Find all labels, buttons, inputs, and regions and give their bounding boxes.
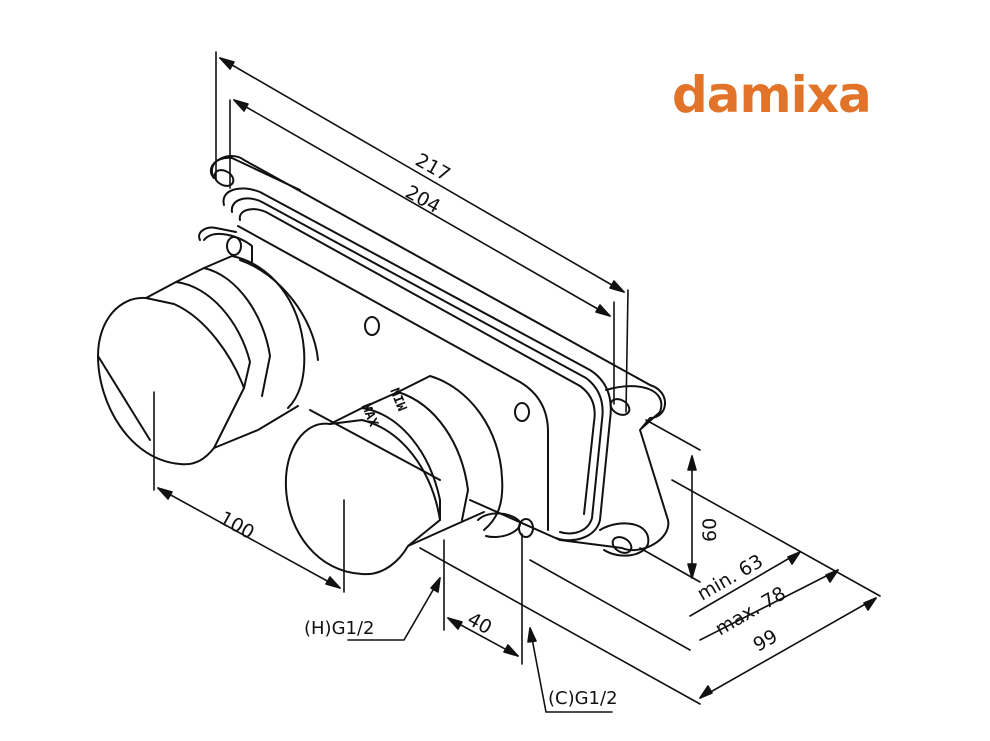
flange-tab-right: [605, 385, 663, 429]
left-knob-ring1: [145, 281, 251, 389]
housing-body-lower: [309, 409, 561, 541]
arrow-max78-r: [825, 569, 839, 583]
arrow-100-l: [157, 487, 173, 500]
housing-rim-outer: [222, 187, 612, 542]
mounting-flange: [211, 155, 670, 551]
label-60: 60: [699, 518, 721, 542]
ext-60-top: [645, 419, 701, 451]
left-knob-wedge: [97, 355, 151, 441]
arrow-60-b: [687, 563, 697, 579]
housing-rim-inner: [230, 197, 604, 535]
arrow-204-l: [233, 99, 249, 112]
arrow-40-r: [503, 644, 519, 657]
right-knob-ring2: [361, 391, 469, 521]
arrow-100-r: [325, 576, 341, 589]
dimension-labels: 217 204 100 40 60 min. 63 max. 78 99 (H)…: [216, 149, 790, 709]
left-knob-cap: [97, 296, 245, 466]
leader-cold: [529, 627, 613, 713]
right-knob-ring1: [329, 407, 441, 521]
housing-face: [237, 225, 549, 531]
dim-line-204: [233, 99, 611, 317]
dim-line-min63: [689, 551, 801, 617]
left-knob: [97, 255, 319, 466]
right-knob-cap: [284, 419, 441, 576]
arrow-99-l: [699, 685, 713, 699]
rear-cylinder-left: [203, 232, 253, 263]
arrow-99-r: [863, 597, 877, 611]
damixa-logo: damixa: [672, 70, 872, 120]
ext-60-bottom: [639, 547, 701, 583]
label-cold-connection: (C)G1/2: [548, 688, 618, 709]
dim-line-100: [157, 487, 341, 589]
valve-housing: [198, 155, 670, 557]
left-knob-side-band: [239, 259, 319, 361]
logo-text: damixa: [672, 66, 872, 124]
ext-217-right: [625, 289, 629, 413]
left-knob-body-bottom: [213, 405, 299, 449]
ext-depth-front1: [419, 547, 701, 705]
leader-hot: [347, 577, 441, 641]
label-204: 204: [402, 181, 444, 218]
dim-line-max78: [699, 569, 839, 641]
housing-body-left: [198, 226, 237, 241]
ext-depth-front2: [529, 559, 691, 651]
dim-line-99: [699, 597, 877, 699]
label-hot-connection: (H)G1/2: [304, 618, 375, 639]
ext-depth-back: [671, 479, 881, 597]
housing-rim-line3: [238, 208, 596, 515]
left-knob-ring2: [175, 267, 271, 397]
mount-hole-right: [609, 398, 631, 416]
bottom-outlet: [477, 512, 522, 538]
label-100: 100: [216, 507, 258, 544]
arrow-cold: [527, 627, 537, 643]
mount-hole-bottom-right: [611, 536, 633, 554]
flange-tab-top: [209, 156, 301, 191]
right-knob-ring3: [397, 375, 504, 531]
face-hole-right: [514, 402, 530, 422]
arrow-217-r: [609, 280, 625, 293]
right-knob-body-bottom: [407, 511, 485, 547]
dimension-lines: [153, 51, 881, 713]
dim-line-217: [219, 57, 625, 293]
arrow-min63-r: [787, 551, 801, 565]
arrow-60-t: [687, 455, 697, 471]
arrow-217-l: [219, 57, 235, 70]
right-knob: MAX MIN: [284, 375, 504, 576]
arrow-hot: [430, 577, 441, 593]
face-hole-top: [226, 236, 242, 256]
arrow-40-l: [447, 617, 463, 630]
label-99: 99: [750, 625, 782, 656]
face-hole-mid: [364, 316, 380, 336]
knob-min-label: MIN: [389, 385, 412, 413]
flange-tab-bottom: [599, 522, 650, 557]
arrow-204-r: [595, 304, 611, 317]
left-knob-ring3: [203, 255, 306, 409]
label-40: 40: [464, 608, 496, 639]
